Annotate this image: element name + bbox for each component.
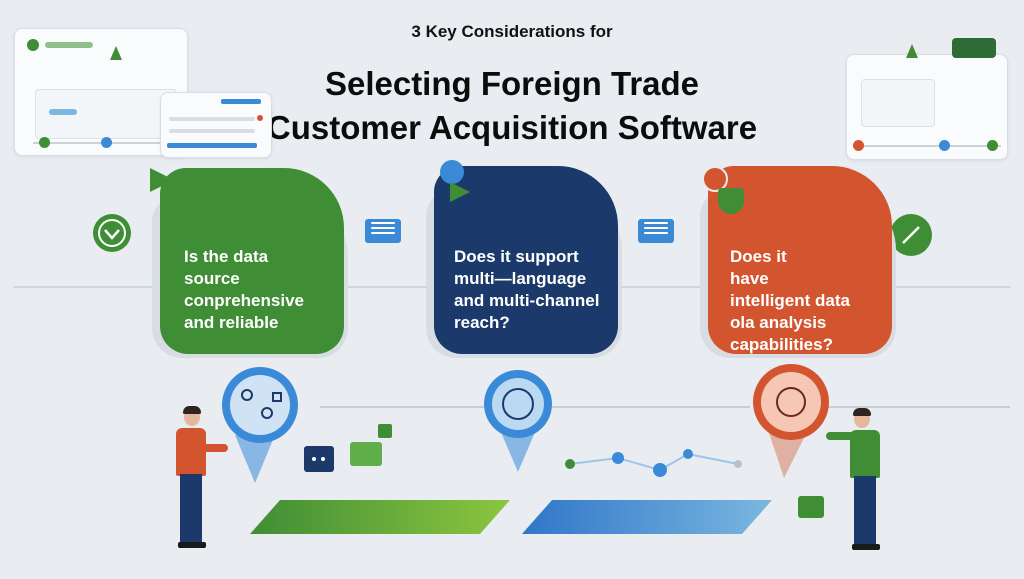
- person-jacket: [176, 428, 206, 476]
- timeline-dot-icon: [987, 140, 998, 151]
- chat-line: [644, 227, 668, 229]
- network-icon: [560, 440, 750, 490]
- tree-icon: [906, 44, 918, 58]
- card-1-line: source: [184, 269, 240, 288]
- chat-bubble-icon: [350, 442, 382, 466]
- globe-icon: [702, 166, 728, 192]
- chat-bubble-icon: [638, 219, 674, 243]
- title-line-2: Customer Acquisition Software: [266, 109, 758, 146]
- globe-icon: [440, 160, 464, 184]
- timeline-dot-icon: [939, 140, 950, 151]
- toggle-badge: [952, 38, 996, 58]
- green-ribbon: [250, 500, 510, 534]
- card-2-line: multi—language: [454, 269, 587, 288]
- status-dot-icon: [27, 39, 39, 51]
- card-3-text: Does it have intelligent data ola analys…: [730, 246, 888, 356]
- person-shoes: [852, 544, 880, 550]
- card-3-line: have: [730, 269, 769, 288]
- list-header-bar: [221, 99, 261, 104]
- card-1-line: Is the data: [184, 247, 269, 266]
- mock-list-window: [160, 92, 272, 158]
- tree-icon: [110, 46, 122, 60]
- card-3-line: ola analysis: [730, 313, 827, 332]
- badge-icon: [378, 424, 392, 438]
- chat-bubble-icon: [365, 219, 401, 243]
- page-subtitle: 3 Key Considerations for: [411, 22, 613, 41]
- person-shoes: [178, 542, 206, 548]
- blue-ribbon: [522, 500, 772, 534]
- timeline-dot-icon: [101, 137, 112, 148]
- mock-window-right: [846, 54, 1008, 160]
- person-right: [824, 408, 886, 552]
- timeline-line: [853, 145, 1001, 147]
- list-row: [169, 129, 255, 133]
- chat-bubble-icon: [798, 496, 824, 518]
- connector-line: [770, 406, 1010, 408]
- person-hair: [853, 408, 871, 416]
- chat-dot: [321, 457, 325, 461]
- flag-icon: [450, 182, 470, 202]
- card-3-line: intelligent data: [730, 291, 850, 310]
- chat-line: [371, 222, 395, 224]
- person-hair: [183, 406, 201, 414]
- card-2-text: Does it support multi—language and multi…: [454, 246, 614, 334]
- timeline-dot-icon: [39, 137, 50, 148]
- list-row-marker-icon: [257, 115, 263, 121]
- chevron-down-icon: [93, 214, 131, 252]
- timeline-dot-icon: [853, 140, 864, 151]
- chart-panel: [861, 79, 935, 127]
- chat-line: [644, 222, 668, 224]
- placeholder-bar: [45, 42, 93, 48]
- card-1-text: Is the data source conprehensive and rel…: [184, 246, 334, 334]
- card-2-line: and multi-channel: [454, 291, 600, 310]
- card-2-line: reach?: [454, 313, 510, 332]
- card-2-line: Does it support: [454, 247, 579, 266]
- list-footer-bar: [167, 143, 257, 148]
- person-arm: [200, 444, 228, 452]
- card-1-line: and reliable: [184, 313, 279, 332]
- card-3-line: Does it: [730, 247, 787, 266]
- chat-bubble-icon: [304, 446, 334, 472]
- person-left: [172, 406, 232, 550]
- person-arm: [826, 432, 856, 440]
- title-line-1: Selecting Foreign Trade: [324, 65, 700, 102]
- card-1-line: conprehensive: [184, 291, 304, 310]
- analysis-bubble-icon: [746, 362, 836, 480]
- chat-dot: [312, 457, 316, 461]
- chat-line: [371, 232, 395, 234]
- consideration-card-1: Is the data source conprehensive and rel…: [160, 168, 344, 354]
- placeholder-bar: [49, 109, 77, 115]
- search-bubble-icon: [215, 365, 305, 483]
- person-legs: [854, 476, 876, 546]
- globe-bubble-icon: [478, 368, 558, 478]
- shield-icon: [718, 188, 744, 214]
- chat-line: [644, 232, 668, 234]
- card-3-line: capabilities?: [730, 335, 833, 354]
- flag-icon: [150, 168, 174, 192]
- arrow-diagonal-icon: [890, 214, 932, 256]
- person-legs: [180, 474, 202, 544]
- list-row: [169, 117, 255, 121]
- chat-line: [371, 227, 395, 229]
- page-title: Selecting Foreign Trade Customer Acquisi…: [0, 62, 1024, 150]
